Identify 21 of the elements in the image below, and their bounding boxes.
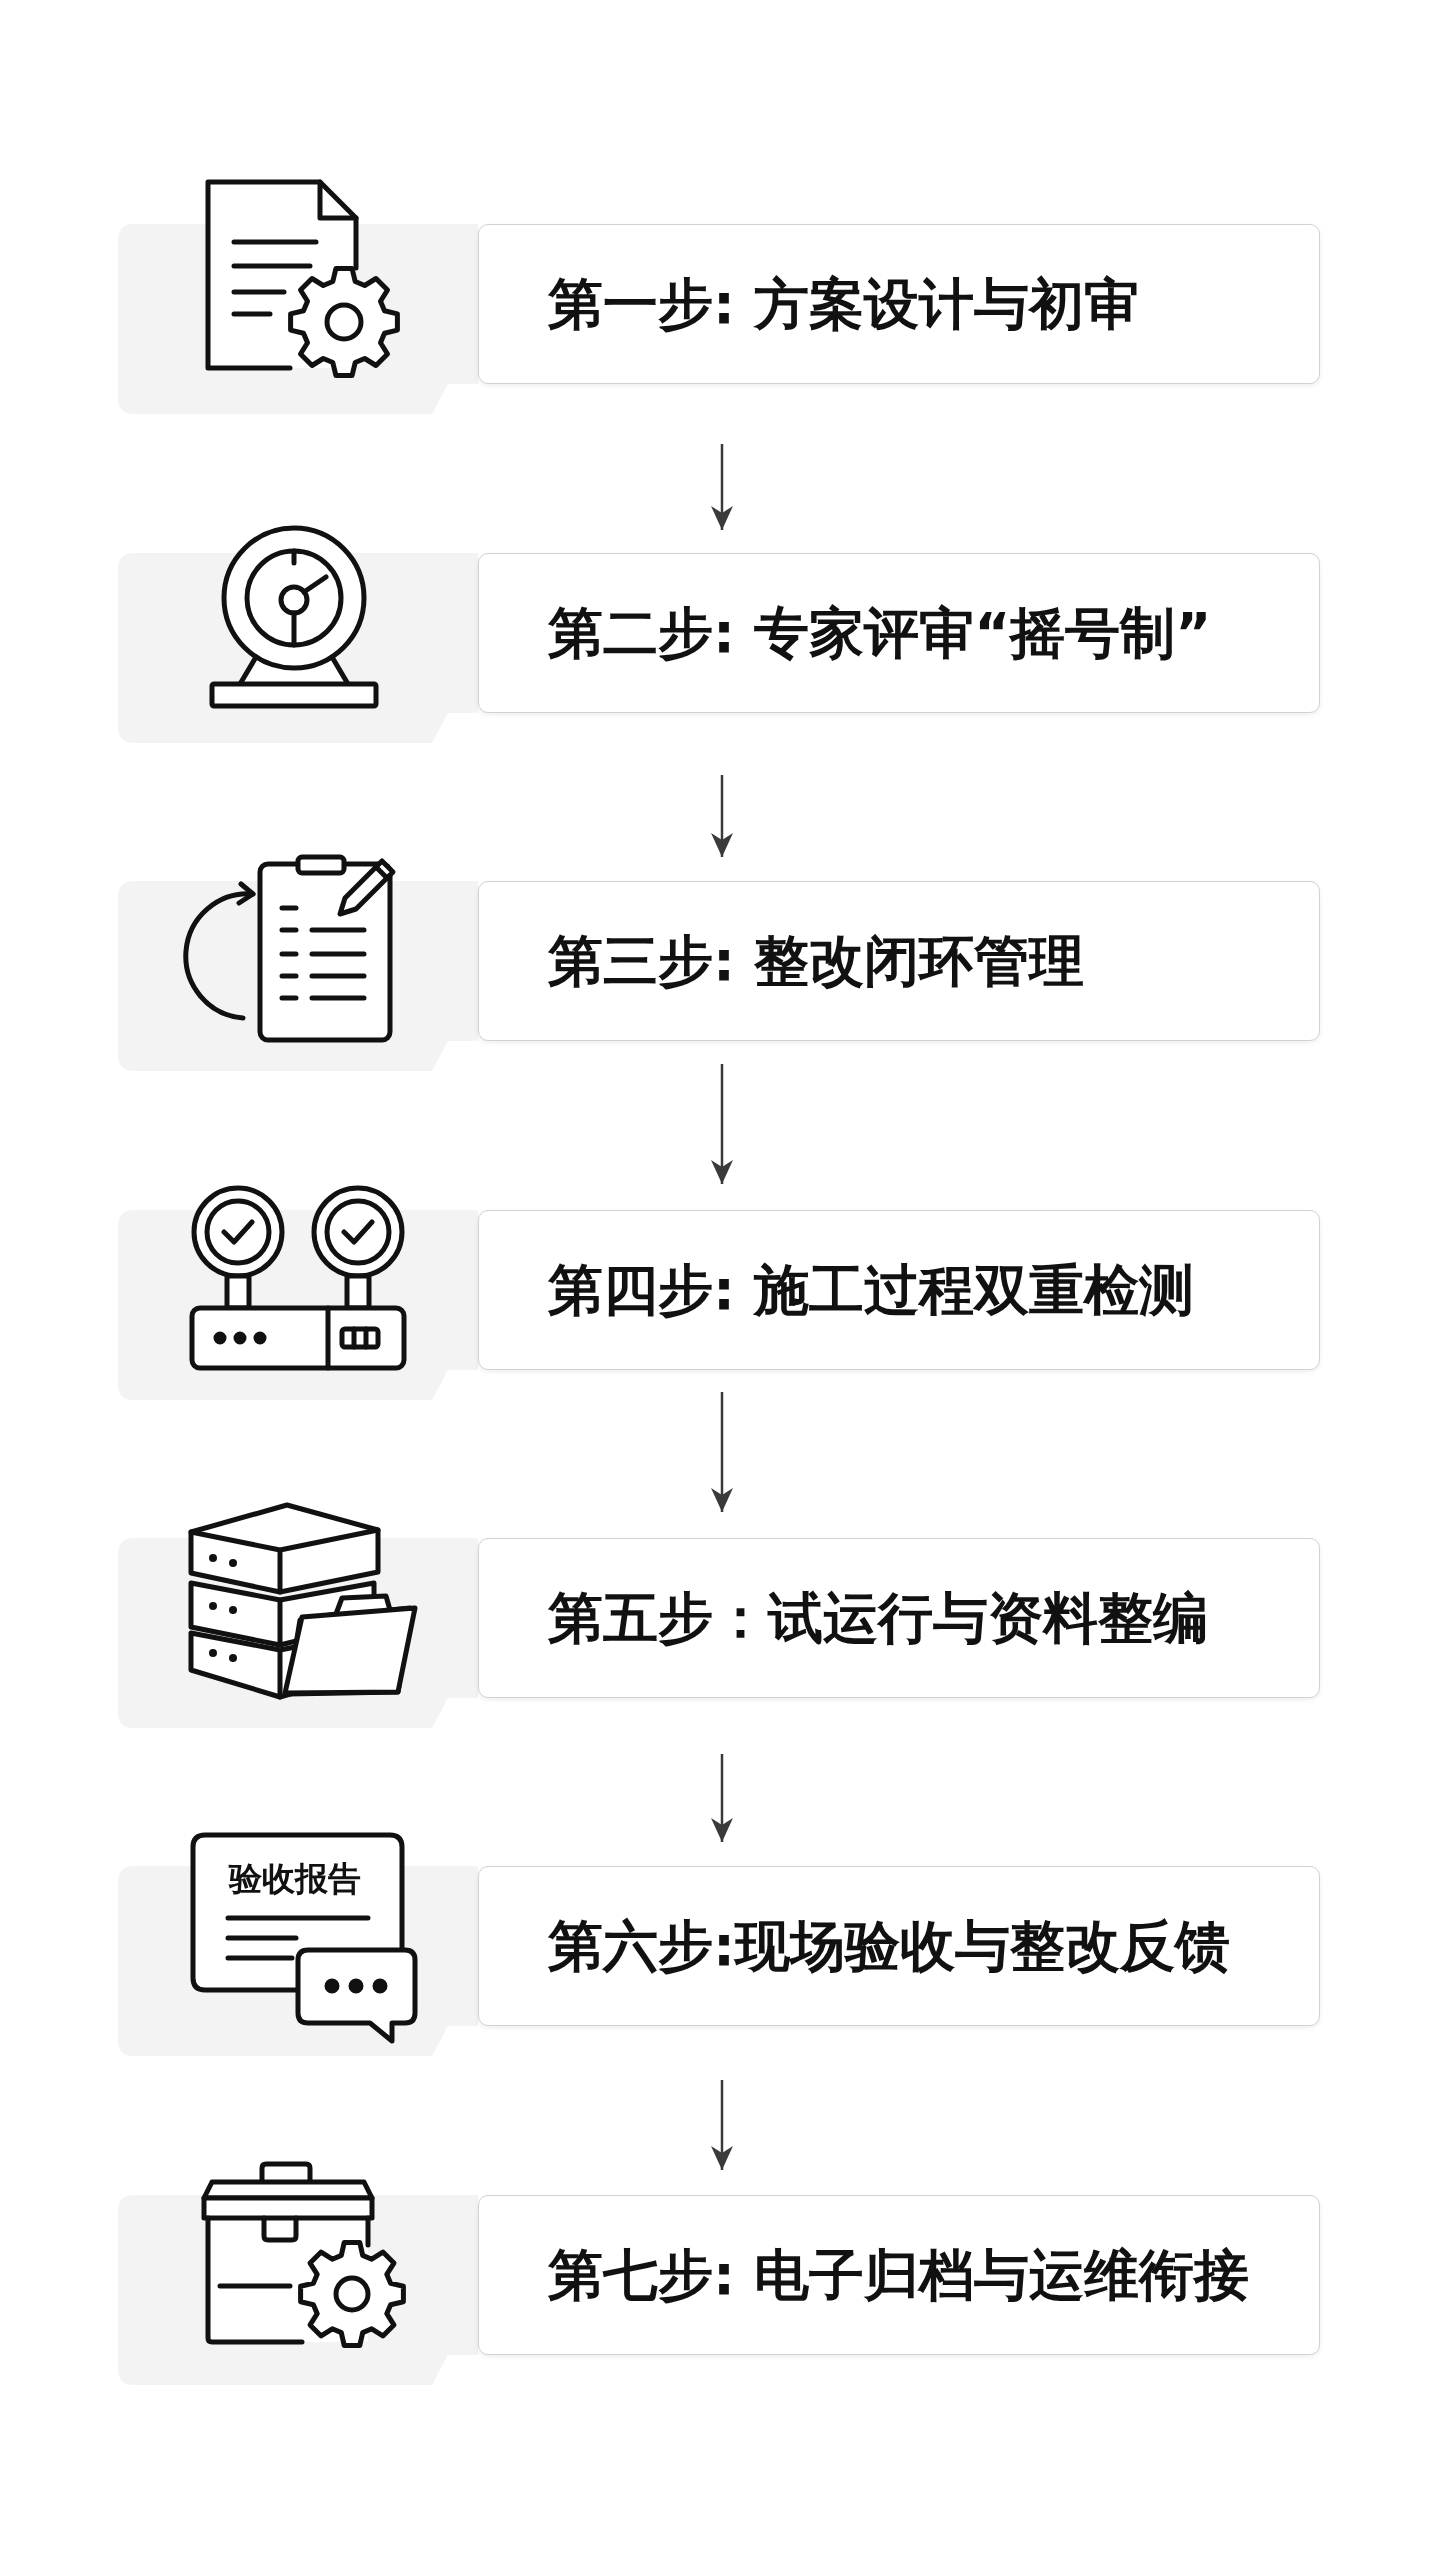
step-box (478, 1538, 1320, 1698)
arrow (711, 1392, 733, 1512)
step-box (478, 553, 1320, 713)
arrow (711, 775, 733, 857)
arrow (711, 2080, 733, 2170)
arrow (711, 1754, 733, 1842)
step-box (478, 1210, 1320, 1370)
arrow (711, 444, 733, 530)
step-box (478, 881, 1320, 1041)
step-title: 第一步: 方案设计与初审 (548, 271, 1140, 337)
step-title: 第三步: 整改闭环管理 (548, 928, 1085, 994)
step-title: 第七步: 电子归档与运维衔接 (548, 2242, 1250, 2308)
step-box (478, 224, 1320, 384)
step-title: 第二步: 专家评审“摇号制” (548, 600, 1212, 666)
step-title: 第五步：试运行与资料整编 (548, 1585, 1208, 1651)
arrow (711, 1064, 733, 1184)
step-title: 第六步:现场验收与整改反馈 (548, 1913, 1230, 1979)
step-box (478, 1866, 1320, 2026)
step-box (478, 2195, 1320, 2355)
step-title: 第四步: 施工过程双重检测 (548, 1257, 1195, 1323)
document-title: 验收报告 (229, 1861, 361, 1898)
